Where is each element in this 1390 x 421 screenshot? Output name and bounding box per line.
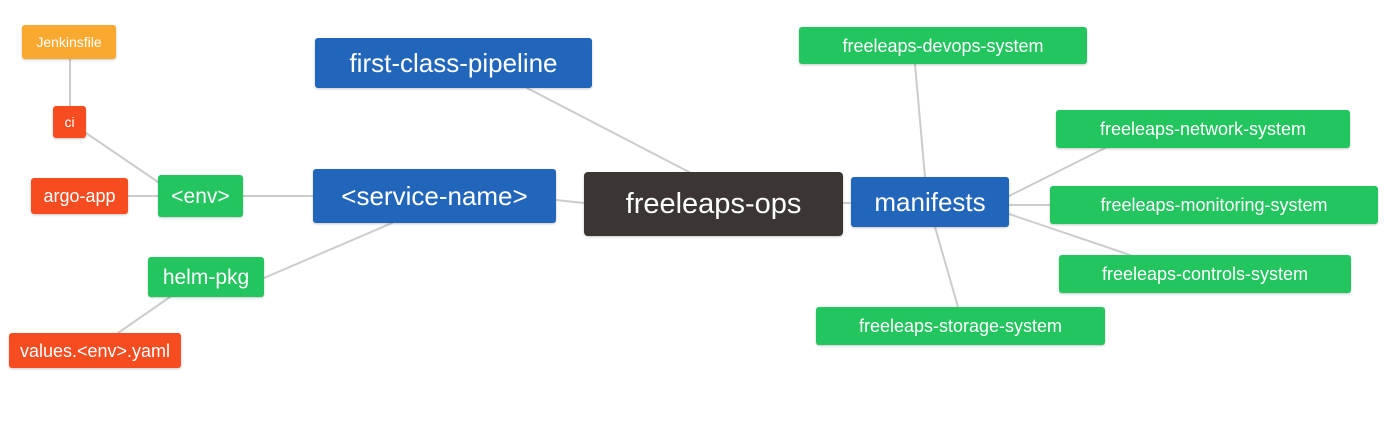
node-env[interactable]: <env> [158,175,243,217]
node-values-yaml[interactable]: values.<env>.yaml [9,333,181,368]
node-label: argo-app [43,186,116,206]
node-label: freeleaps-controls-system [1101,264,1309,284]
node-label: manifests [874,187,986,217]
node-controls-system[interactable]: freeleaps-controls-system [1059,255,1351,293]
node-label: freeleaps-storage-system [858,316,1063,336]
edge-service-name-helm [263,222,393,279]
edge-pipeline-ops [526,87,690,173]
edge-manifests-devops [914,63,926,178]
edge-service-name-ops [555,199,585,204]
node-label: first-class-pipeline [349,48,558,78]
node-argo-app[interactable]: argo-app [31,178,128,214]
node-manifests[interactable]: manifests [851,177,1009,227]
node-label: ci [64,114,75,130]
node-jenkinsfile[interactable]: Jenkinsfile [22,25,116,59]
edge-manifests-storage [934,226,959,308]
node-ci[interactable]: ci [53,106,86,138]
node-label: freeleaps-network-system [1099,119,1307,139]
edge-helm-values [117,296,171,334]
node-freeleaps-ops[interactable]: freeleaps-ops [584,172,843,236]
node-label: Jenkinsfile [36,34,102,50]
edge-ci-env [85,132,159,183]
node-label: values.<env>.yaml [19,340,171,361]
node-label: <env> [171,184,230,208]
node-label: freeleaps-monitoring-system [1100,195,1328,215]
node-label: helm-pkg [162,265,250,289]
node-devops-system[interactable]: freeleaps-devops-system [799,27,1087,64]
node-storage-system[interactable]: freeleaps-storage-system [816,307,1105,345]
node-first-class-pipeline[interactable]: first-class-pipeline [315,38,592,88]
node-label: freeleaps-ops [625,187,802,220]
node-helm-pkg[interactable]: helm-pkg [148,257,264,297]
node-label: freeleaps-devops-system [842,35,1044,56]
node-service-name[interactable]: <service-name> [313,169,556,223]
node-monitoring-system[interactable]: freeleaps-monitoring-system [1050,186,1378,224]
node-label: <service-name> [341,181,528,211]
node-network-system[interactable]: freeleaps-network-system [1056,110,1350,148]
